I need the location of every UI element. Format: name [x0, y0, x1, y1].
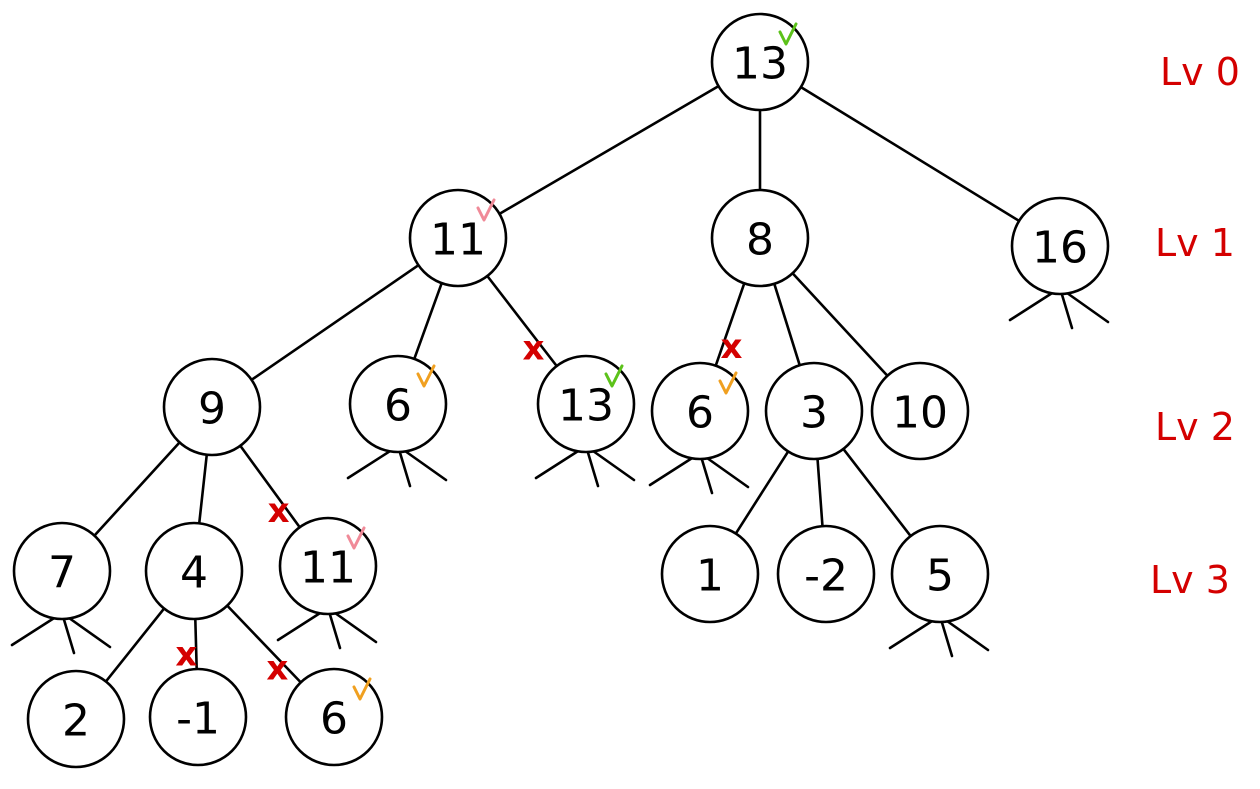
tree-node-n9: 9: [162, 357, 262, 457]
edge-n13a-n11a: [498, 84, 720, 216]
level-labels-layer: Lv 0 Lv 1 Lv 2 Lv 3: [1150, 50, 1240, 602]
tree-node-nm2: -2: [776, 524, 876, 624]
tree-node-n2: 2: [26, 669, 126, 769]
node-circle: [1010, 196, 1110, 296]
tree-node-n6c: 6: [284, 667, 384, 767]
edges-layer: [93, 84, 1021, 684]
tree-node-n6b: 6: [650, 361, 750, 461]
pruned-edge-cross: x: [523, 328, 545, 368]
node-value: 6: [320, 694, 348, 745]
node-value: 6: [686, 388, 714, 439]
node-circle: [144, 521, 244, 621]
node-circle: [148, 667, 248, 767]
tree-node-n8: 8: [710, 188, 810, 288]
pruned-edge-cross: x: [720, 327, 742, 367]
edge-n11a-n13b: [486, 274, 558, 368]
node-value: 9: [198, 384, 226, 435]
node-value: 3: [800, 388, 828, 439]
tree-node-n16: 16: [1010, 196, 1110, 296]
edge-n4-n6c: [225, 604, 303, 684]
level-label-lv3: Lv 3: [1150, 558, 1230, 602]
annotation-marks-layer: x x x x x: [175, 327, 742, 689]
node-value: 16: [1032, 223, 1088, 274]
node-circle: [870, 361, 970, 461]
edge-n3-n1: [734, 450, 790, 535]
check-mark-icon: [604, 364, 624, 388]
check-mark-icon: [718, 371, 738, 395]
tree-node-n5: 5: [890, 524, 990, 624]
edge-n11a-n6a: [413, 281, 443, 361]
tree-node-n13b: 13: [536, 354, 636, 454]
node-value: -2: [804, 551, 848, 602]
node-value: 1: [696, 551, 724, 602]
tree-node-n11a: 11: [408, 188, 508, 288]
node-circle: [890, 524, 990, 624]
node-circle: [12, 521, 112, 621]
tree-node-n11b: 11: [278, 516, 378, 616]
node-value: 11: [430, 215, 486, 266]
node-circle: [764, 361, 864, 461]
edge-n9-n11b: [238, 444, 302, 529]
edge-n9-n7: [93, 441, 181, 537]
edge-n9-n4: [197, 453, 209, 525]
tree-node-n6a: 6: [348, 354, 448, 454]
level-label-lv2: Lv 2: [1155, 405, 1235, 449]
tree-node-n3: 3: [764, 361, 864, 461]
pruned-edge-cross: x: [266, 648, 288, 688]
node-value: 10: [892, 388, 948, 439]
edge-n8-n6b: [714, 282, 746, 367]
node-circle: [710, 188, 810, 288]
tree-node-n10: 10: [870, 361, 970, 461]
node-circle: [162, 357, 262, 457]
edge-n3-nm2: [816, 457, 824, 528]
tree-node-n13a: 13: [710, 12, 810, 112]
tree-node-n7: 7: [12, 521, 112, 621]
check-mark-icon: [352, 677, 372, 701]
node-value: 5: [926, 551, 954, 602]
node-value: -1: [176, 694, 220, 745]
edge-n3-n5: [842, 447, 912, 538]
level-label-lv0: Lv 0: [1160, 50, 1240, 94]
pruned-edge-cross: x: [175, 634, 197, 674]
edge-n8-n10: [791, 271, 889, 378]
check-mark-icon: [416, 364, 436, 388]
level-label-lv1: Lv 1: [1155, 221, 1235, 265]
node-value: 2: [62, 696, 90, 747]
check-mark-icon: [476, 198, 496, 222]
edge-n4-n2: [104, 607, 166, 683]
pruned-edge-cross: x: [268, 491, 290, 531]
check-mark-icon: [346, 526, 366, 550]
tree-node-n1: 1: [660, 524, 760, 624]
check-mark-icon: [778, 22, 798, 46]
node-circle: [660, 524, 760, 624]
node-value: 13: [558, 381, 614, 432]
edge-n13a-n16: [799, 85, 1021, 223]
node-circle: [26, 669, 126, 769]
node-value: 11: [300, 543, 356, 594]
edge-n11a-n9: [250, 263, 420, 382]
edge-n4-nm1: [194, 617, 198, 671]
tree-node-nm1: -1: [148, 667, 248, 767]
edge-n8-n3: [773, 282, 801, 367]
tree-node-n4: 4: [144, 521, 244, 621]
node-value: 8: [746, 215, 774, 266]
node-circle: [776, 524, 876, 624]
node-value: 13: [732, 39, 788, 90]
node-value: 7: [48, 548, 76, 599]
node-value: 4: [180, 548, 208, 599]
node-value: 6: [384, 381, 412, 432]
